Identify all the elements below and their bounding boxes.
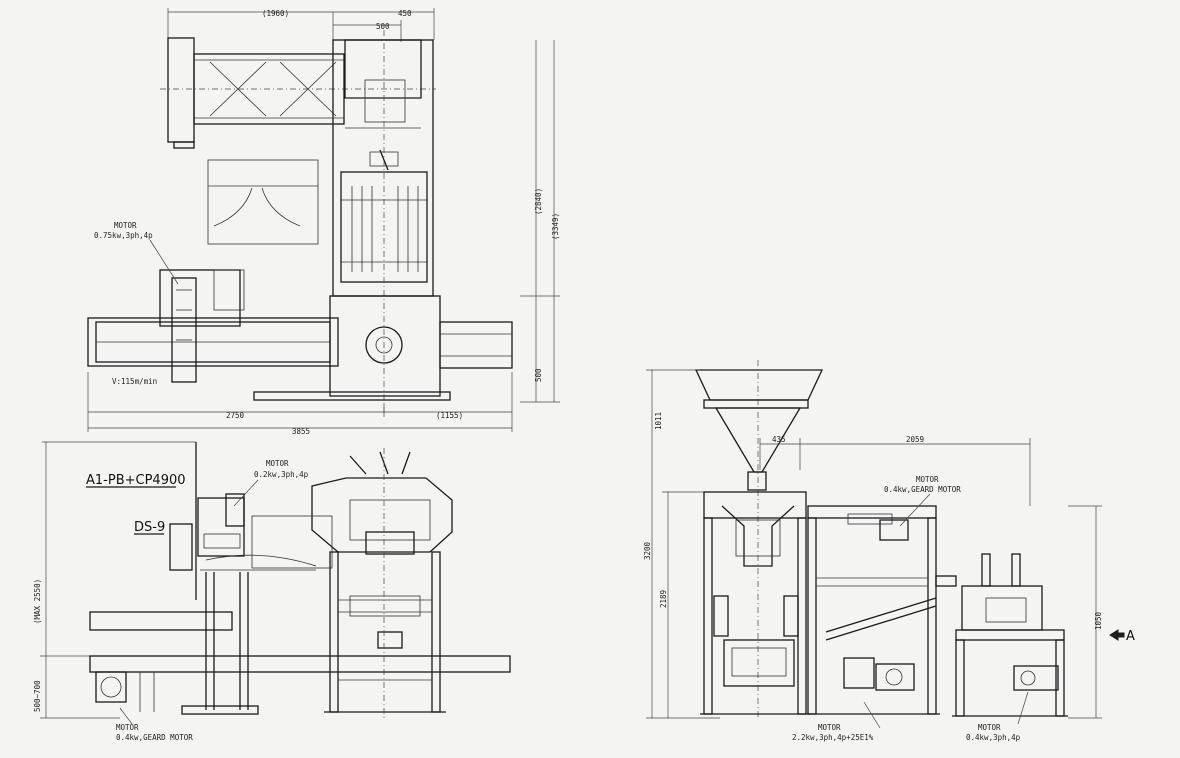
side-elevation: (MAX 2550) 500~700 A1-PB+CP4900 DS-9 MOT… <box>33 441 511 742</box>
model-label: A1-PB+CP4900 <box>86 473 186 488</box>
dim-top-overall: (1960) <box>262 9 289 18</box>
right-motor-2-title: MOTOR <box>978 723 1001 732</box>
dim-bottom-2750: 2750 <box>226 411 245 420</box>
dim-right-500: 500 <box>534 368 543 382</box>
dim-right-2840: (2840) <box>534 188 543 215</box>
dim-rv-435: 435 <box>772 435 786 444</box>
side-motor-spec: 0.2kw,3ph,4p <box>254 470 309 479</box>
geared-motor-title: MOTOR <box>116 723 139 732</box>
dim-rv-2059: 2059 <box>906 435 924 444</box>
view-a-label: A <box>1126 629 1135 644</box>
speed-label: V:115m/min <box>112 377 157 386</box>
right-geared-title: MOTOR <box>916 475 939 484</box>
right-motor-2-spec: 0.4kw,3ph,4p <box>966 733 1021 742</box>
dim-bottom-3855: 3855 <box>292 427 310 436</box>
dim-rv-1011: 1011 <box>654 412 663 430</box>
dim-rv-2189: 2189 <box>659 590 668 608</box>
dim-rv-1050: 1050 <box>1094 611 1103 630</box>
dim-rv-3200: 3200 <box>643 541 652 560</box>
dim-bottom-1155: (1155) <box>436 411 463 420</box>
dim-top-500: 500 <box>376 22 390 31</box>
dim-left-max2550: (MAX 2550) <box>33 579 42 624</box>
plan-motor-spec: 0.75kw,3ph,4p <box>94 231 153 240</box>
side-motor-title: MOTOR <box>266 459 289 468</box>
plan-motor-title: MOTOR <box>114 221 137 230</box>
right-motor-1-spec: 2.2kw,3ph,4p+25E1% <box>792 733 874 742</box>
right-geared-spec: 0.4kw,GEARD MOTOR <box>884 485 961 494</box>
front-view: 1011 3200 2189 435 2059 <box>643 360 1135 742</box>
dim-top-450: 450 <box>398 9 412 18</box>
plan-view: (1960) 450 500 <box>87 8 560 436</box>
view-arrow-icon <box>1109 629 1125 641</box>
right-motor-1-title: MOTOR <box>818 723 841 732</box>
geared-motor-spec: 0.4kw,GEARD MOTOR <box>116 733 193 742</box>
dim-right-3349: (3349) <box>551 213 560 240</box>
ds-label: DS-9 <box>134 520 165 535</box>
dim-left-500-700: 500~700 <box>33 680 42 712</box>
